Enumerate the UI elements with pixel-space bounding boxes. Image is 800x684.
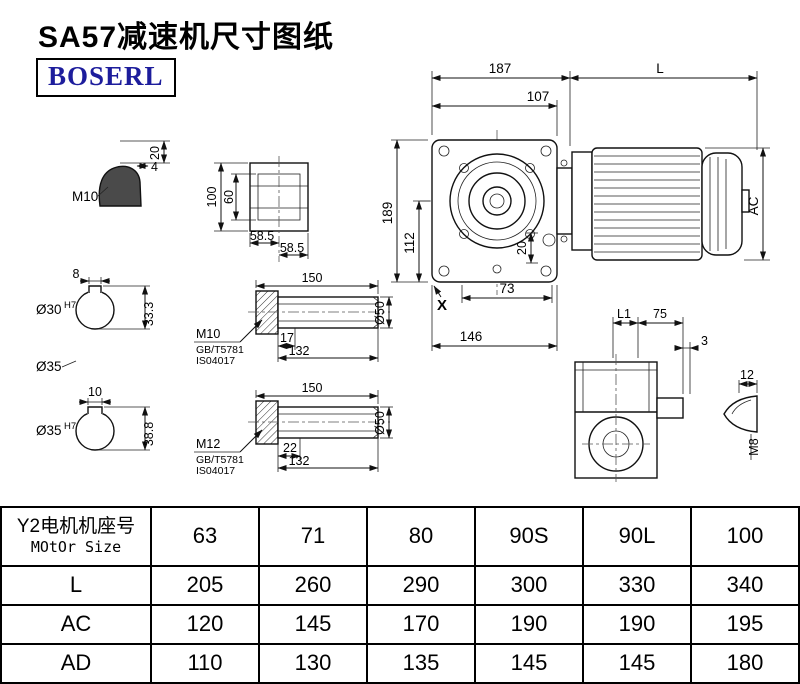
side-dim-M8: M8	[747, 438, 761, 455]
value-cell-AD: 180	[690, 642, 800, 684]
main-dim-20: 20	[515, 241, 529, 255]
value-cell-AC: 145	[258, 603, 368, 645]
detail-shaft-m10: 150 M10 GB/T5781 IS04017 17 132 Ø50	[194, 271, 393, 367]
main-dim-146: 146	[460, 329, 483, 344]
value-cell-AC: 195	[690, 603, 800, 645]
side-dim-12: 12	[740, 368, 754, 382]
main-dim-187: 187	[489, 61, 512, 76]
bore30-diameter-label: Ø30	[36, 302, 62, 317]
motor-size-cell: 100	[690, 506, 800, 567]
detail-plug-m10: M10 20 4	[72, 140, 170, 207]
row-header-AD: AD	[0, 642, 152, 684]
technical-drawing: M10 20 4 100 60 58.5	[36, 61, 770, 482]
shaft-m10-length: 150	[302, 271, 323, 285]
boserl-logo-text: BOSERL	[48, 61, 164, 91]
value-cell-L: 330	[582, 564, 692, 606]
bore35-diameter-label: Ø35	[36, 423, 62, 438]
table-row-L: L 205 260 290 300 330 340	[0, 564, 800, 606]
value-cell-L: 340	[690, 564, 800, 606]
main-dim-L: L	[656, 61, 664, 76]
value-cell-L: 260	[258, 564, 368, 606]
shaft-m10-diameter: Ø50	[373, 301, 387, 325]
motor-size-label-en: MOtOr Size	[30, 538, 122, 557]
side-dim-3: 3	[701, 334, 708, 348]
plug-dim-20: 20	[148, 146, 162, 160]
shaft-m12-thread: M12	[196, 437, 220, 451]
dia-35-label: Ø35	[36, 359, 62, 374]
bore35-keyway-width: 10	[88, 385, 102, 399]
row-header-AC: AC	[0, 603, 152, 645]
block-dim-58-5-b: 58.5	[280, 241, 304, 255]
value-cell-AD: 110	[150, 642, 260, 684]
shaft-m12-dim-22: 22	[283, 441, 297, 455]
bore30-tolerance-label: H7	[64, 300, 76, 311]
shaft-m10-dim-132: 132	[289, 344, 310, 358]
value-cell-L: 290	[366, 564, 476, 606]
page-title: SA57减速机尺寸图纸	[38, 21, 335, 54]
bore30-keyway-depth: 33.3	[142, 302, 156, 326]
shaft-m12-standard-2: IS04017	[196, 465, 235, 477]
motor-size-cell: 90L	[582, 506, 692, 567]
motor-size-cell: 90S	[474, 506, 584, 567]
shaft-m10-thread: M10	[196, 327, 220, 341]
block-dim-58-5-a: 58.5	[250, 229, 274, 243]
shaft-m12-standard-1: GB/T5781	[196, 454, 244, 466]
row-header-L: L	[0, 564, 152, 606]
boserl-logo: BOSERL	[36, 58, 176, 97]
shaft-m10-standard-2: IS04017	[196, 355, 235, 367]
value-cell-AD: 130	[258, 642, 368, 684]
shaft-m12-diameter: Ø50	[373, 411, 387, 435]
value-cell-AD: 145	[474, 642, 584, 684]
shaft-m12-length: 150	[302, 381, 323, 395]
shaft-m10-dim-17: 17	[280, 331, 294, 345]
main-view: 187 L 107 189 112 20 73 X	[380, 61, 770, 351]
main-dim-107: 107	[527, 89, 550, 104]
detail-shaft-m12: 150 M12 GB/T5781 IS04017 22 132 Ø50	[194, 381, 393, 477]
value-cell-L: 300	[474, 564, 584, 606]
main-dim-73: 73	[499, 281, 514, 296]
motor-size-label-zh: Y2电机机座号	[16, 516, 136, 538]
motor-size-cell: 71	[258, 506, 368, 567]
main-dim-112: 112	[402, 232, 417, 254]
detail-bore-30: 8 Ø30 H7 33.3	[36, 267, 156, 330]
main-dim-AC: AC	[746, 196, 761, 215]
value-cell-AD: 145	[582, 642, 692, 684]
table-row-AD: AD 110 130 135 145 145 180	[0, 642, 800, 684]
table-row-motor-size: Y2电机机座号 MOtOr Size 63 71 80 90S 90L 100	[0, 506, 800, 567]
shaft-m10-standard-1: GB/T5781	[196, 344, 244, 356]
side-dim-75: 75	[653, 307, 667, 321]
shaft-m12-dim-132: 132	[289, 454, 310, 468]
block-dim-100: 100	[205, 187, 219, 208]
side-view: L1 75 3 12 M8	[574, 307, 761, 482]
block-dim-60: 60	[222, 190, 236, 204]
value-cell-AC: 190	[582, 603, 692, 645]
bore35-keyway-depth: 38.8	[142, 422, 156, 446]
plug-dim-4: 4	[151, 160, 158, 174]
motor-size-cell: 80	[366, 506, 476, 567]
motor-size-cell: 63	[150, 506, 260, 567]
bore35-tolerance-label: H7	[64, 421, 76, 432]
motor-size-header-cell: Y2电机机座号 MOtOr Size	[0, 506, 152, 567]
plug-thread-label: M10	[72, 189, 98, 204]
value-cell-L: 205	[150, 564, 260, 606]
value-cell-AC: 170	[366, 603, 476, 645]
table-row-AC: AC 120 145 170 190 190 195	[0, 603, 800, 645]
value-cell-AC: 190	[474, 603, 584, 645]
bore30-keyway-width: 8	[73, 267, 80, 281]
detail-shaft-end-top-view: 100 60 58.5 58.5	[205, 156, 309, 262]
value-cell-AD: 135	[366, 642, 476, 684]
dia-35-callout: Ø35	[36, 359, 77, 374]
main-dim-189: 189	[380, 202, 395, 225]
motor-dimension-table: Y2电机机座号 MOtOr Size 63 71 80 90S 90L 100 …	[0, 506, 800, 684]
detail-bore-35: 10 Ø35 H7 38.8	[36, 385, 156, 451]
main-view-direction-X: X	[437, 297, 447, 314]
value-cell-AC: 120	[150, 603, 260, 645]
side-dim-L1: L1	[617, 307, 631, 321]
